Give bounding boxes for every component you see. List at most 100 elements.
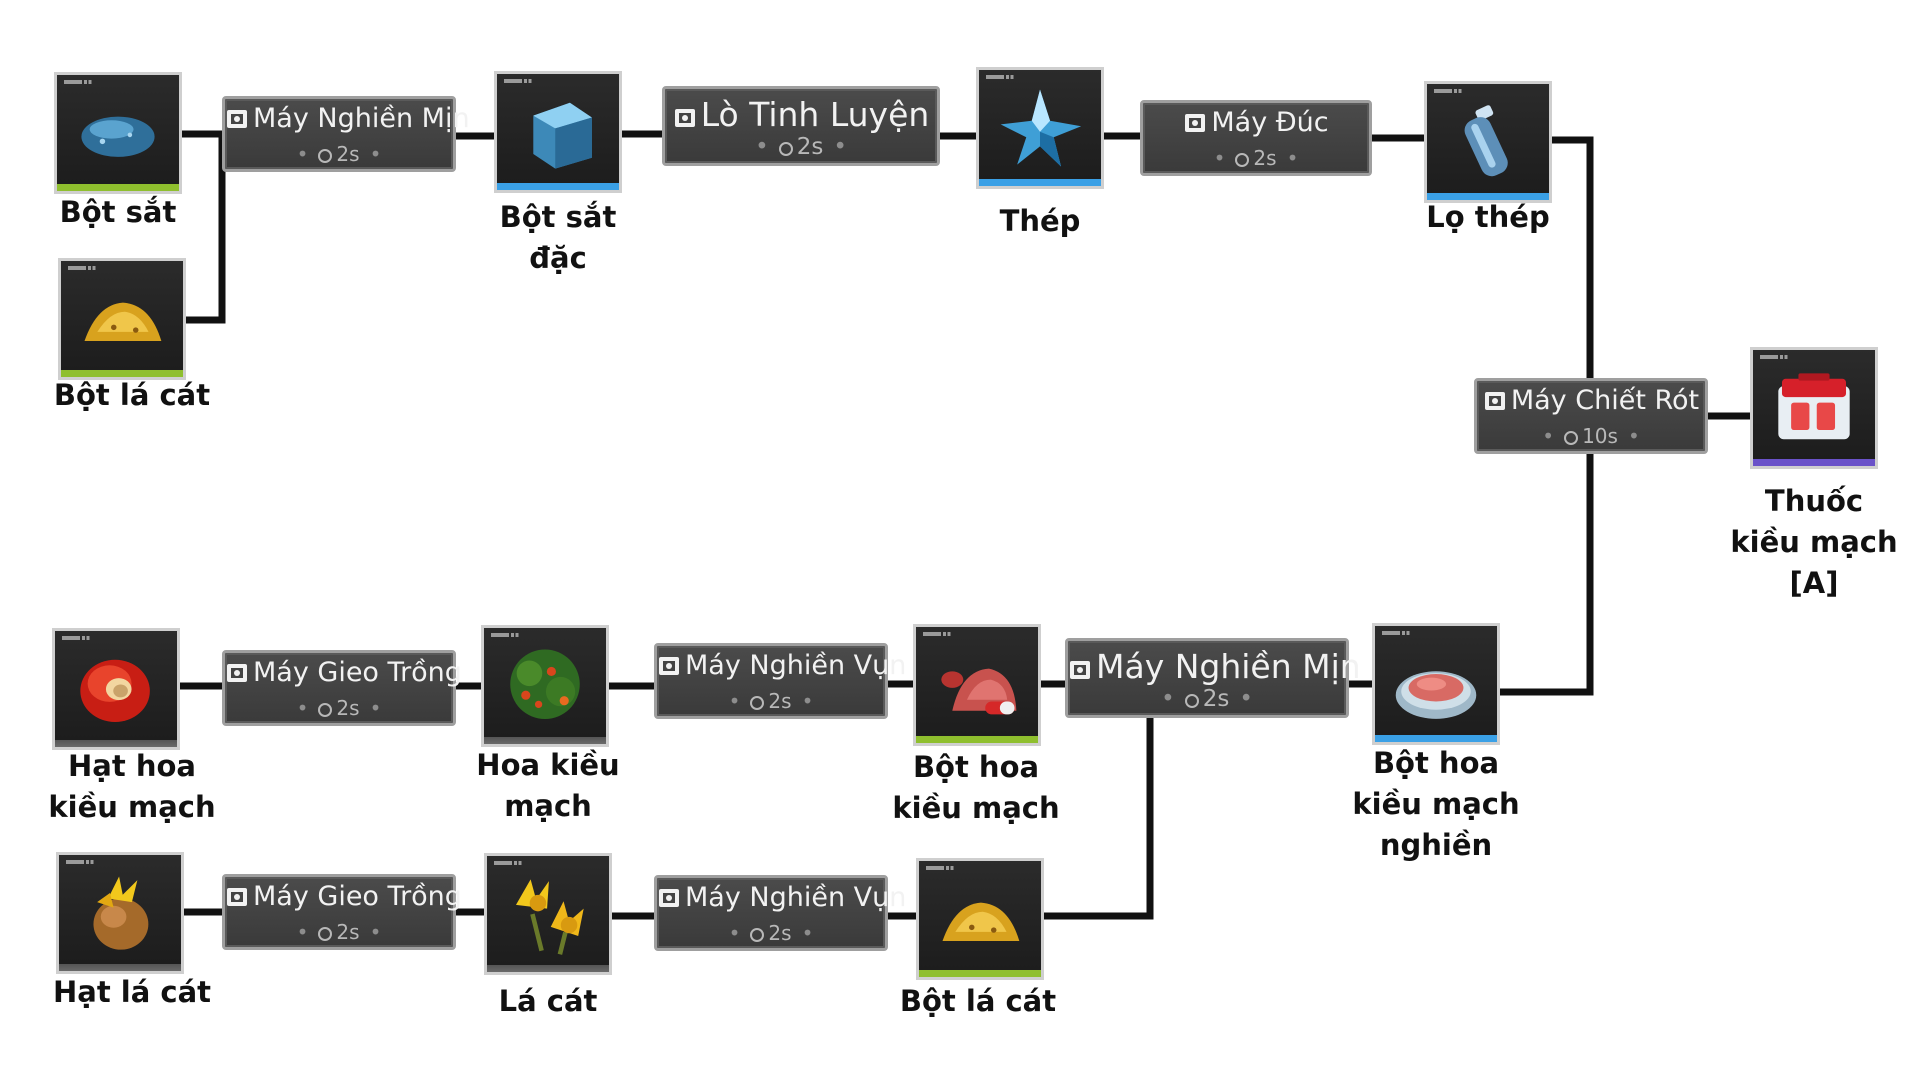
item-label-line: đặc bbox=[529, 241, 587, 275]
separator-dot: • bbox=[833, 134, 847, 160]
refinery-icon bbox=[674, 109, 695, 127]
item-hat-la-cat[interactable] bbox=[56, 852, 184, 974]
machine-name: Máy Gieo Trồng bbox=[225, 657, 462, 688]
machine-duration: • 2s • bbox=[665, 134, 937, 160]
separator-dot: • bbox=[1213, 146, 1226, 170]
rarity-dots bbox=[923, 632, 953, 636]
machine-node[interactable]: Máy Nghiền Mịn •2s• bbox=[222, 96, 470, 172]
rarity-bar bbox=[1375, 735, 1497, 742]
item-label: Lọ thép bbox=[1388, 197, 1588, 238]
machine-node[interactable]: Máy Đúc•2s• bbox=[1140, 100, 1372, 176]
rarity-dots bbox=[926, 866, 956, 870]
connector-line bbox=[1552, 136, 1594, 378]
shredder-icon bbox=[659, 889, 679, 907]
machine-duration: •2s• bbox=[657, 921, 885, 945]
separator-dot: • bbox=[296, 142, 309, 166]
machine-name: Máy Nghiền Mịn bbox=[1068, 647, 1361, 686]
item-bot-sat-dac[interactable] bbox=[494, 71, 622, 193]
rarity-bar bbox=[919, 970, 1041, 977]
machine-name-text: Máy Nghiền Vụn bbox=[685, 650, 907, 681]
rarity-dots bbox=[986, 75, 1016, 79]
separator-dot: • bbox=[296, 920, 309, 944]
item-la-cat[interactable] bbox=[484, 853, 612, 975]
item-label-line: nghiền bbox=[1379, 828, 1493, 862]
buckflower-powder-icon bbox=[941, 668, 1017, 715]
rarity-dots bbox=[68, 266, 98, 270]
machine-node[interactable]: Máy Gieo Trồng•2s• bbox=[222, 650, 462, 726]
machine-node[interactable]: Máy Chiết Rót•10s• bbox=[1474, 378, 1708, 454]
rarity-bar bbox=[61, 370, 183, 377]
filling-icon bbox=[1484, 392, 1505, 410]
item-bot-la-cat-bottom[interactable] bbox=[916, 858, 1044, 980]
item-bot-hoa-nghien[interactable] bbox=[1372, 623, 1500, 745]
clock-icon bbox=[318, 703, 333, 717]
item-bot-sat[interactable] bbox=[54, 72, 182, 194]
planting-icon bbox=[227, 664, 247, 682]
connector-line bbox=[1500, 454, 1594, 696]
sandleaf-seed-icon bbox=[93, 876, 149, 950]
machine-node[interactable]: Lò Tinh Luyện•2s• bbox=[662, 86, 940, 166]
separator-dot: • bbox=[801, 921, 814, 945]
sandleaf-powder-icon bbox=[942, 902, 1020, 942]
machine-node[interactable]: Máy Nghiền Mịn• 2s • bbox=[1065, 638, 1361, 718]
machine-duration: •2s• bbox=[225, 142, 453, 166]
machine-name: Máy Chiết Rót bbox=[1477, 385, 1705, 416]
rarity-dots bbox=[62, 636, 92, 640]
machine-node[interactable]: Máy Nghiền Vụn•2s• bbox=[654, 875, 906, 951]
separator-dot: • bbox=[1542, 424, 1555, 448]
ground-buckflower-powder-icon bbox=[1395, 671, 1477, 719]
item-label: Bột lá cát bbox=[32, 375, 232, 416]
machine-name-text: Máy Nghiền Mịn bbox=[253, 103, 470, 134]
item-label-line: Lá cát bbox=[498, 984, 598, 1018]
separator-dot: • bbox=[1161, 686, 1175, 712]
machine-name: Máy Nghiền Vụn bbox=[657, 650, 906, 681]
item-label-line: Bột lá cát bbox=[53, 378, 211, 412]
separator-dot: • bbox=[755, 134, 769, 160]
item-hat-hoa[interactable] bbox=[52, 628, 180, 750]
separator-dot: • bbox=[1627, 424, 1640, 448]
rarity-bar bbox=[916, 736, 1038, 743]
item-label-line: kiều mạch bbox=[1352, 787, 1520, 821]
machine-name-text: Máy Gieo Trồng bbox=[253, 881, 462, 912]
machine-duration-text: 2s bbox=[1202, 686, 1230, 712]
rarity-dots bbox=[504, 79, 534, 83]
buckflower-plant-icon bbox=[510, 649, 580, 720]
item-label: Bột hoa kiều mạch nghiền bbox=[1336, 743, 1536, 866]
iron-powder-icon bbox=[81, 116, 155, 157]
item-label-line: Bột hoa bbox=[1372, 746, 1500, 780]
clock-icon bbox=[750, 696, 765, 710]
item-label-line: kiều mạch bbox=[1730, 525, 1898, 559]
rarity-bar bbox=[57, 184, 179, 191]
item-label-line: Bột sắt bbox=[499, 200, 617, 234]
rarity-dots bbox=[66, 860, 96, 864]
machine-duration-text: 2s bbox=[336, 696, 360, 720]
machine-name: Máy Gieo Trồng bbox=[225, 881, 462, 912]
item-label-line: kiều mạch bbox=[892, 791, 1060, 825]
item-hoa-kieu-mach[interactable] bbox=[481, 625, 609, 747]
item-label-line: mạch bbox=[504, 789, 592, 823]
item-lo-thep[interactable] bbox=[1424, 81, 1552, 203]
item-label-line: Bột lá cát bbox=[899, 984, 1057, 1018]
machine-node[interactable]: Máy Gieo Trồng•2s• bbox=[222, 874, 462, 950]
steel-crystal-icon bbox=[1000, 89, 1082, 167]
item-bot-hoa[interactable] bbox=[913, 624, 1041, 746]
machine-name-text: Máy Đúc bbox=[1211, 107, 1329, 138]
separator-dot: • bbox=[1239, 686, 1253, 712]
machine-duration-text: 2s bbox=[796, 134, 824, 160]
rarity-bar bbox=[484, 737, 606, 744]
dense-iron-powder-icon bbox=[533, 102, 592, 169]
machine-name: Máy Đúc bbox=[1143, 107, 1369, 138]
item-thuoc[interactable] bbox=[1750, 347, 1878, 469]
machine-node[interactable]: Máy Nghiền Vụn•2s• bbox=[654, 643, 906, 719]
clock-icon bbox=[750, 928, 765, 942]
item-thep[interactable] bbox=[976, 67, 1104, 189]
item-bot-la-cat-top[interactable] bbox=[58, 258, 186, 380]
planting-icon bbox=[227, 888, 247, 906]
item-label-line: Thép bbox=[999, 204, 1081, 238]
separator-dot: • bbox=[728, 689, 741, 713]
machine-duration-text: 2s bbox=[336, 920, 360, 944]
steel-bottle-icon bbox=[1464, 105, 1508, 177]
machine-duration-text: 2s bbox=[1253, 146, 1277, 170]
